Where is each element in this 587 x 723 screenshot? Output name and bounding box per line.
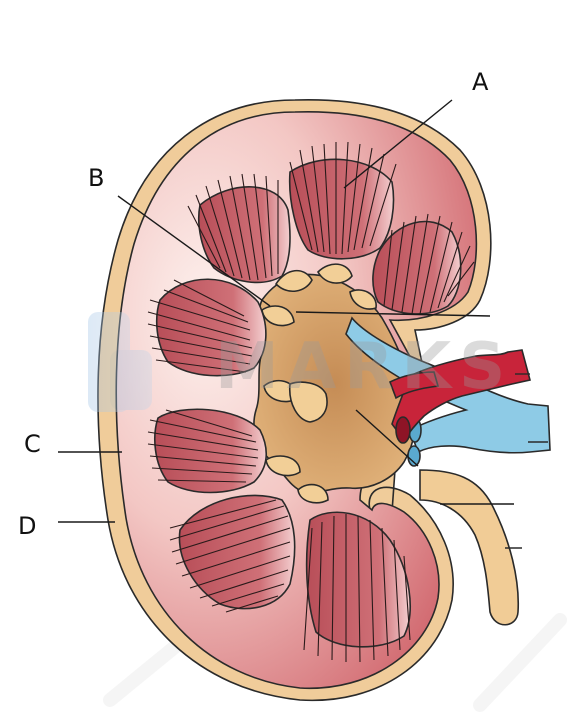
- pointer-renal-pelvis: [295, 311, 491, 317]
- renal-pyramids: [154, 158, 462, 648]
- label-b: B: [88, 164, 104, 192]
- vein-opening-lower: [407, 445, 421, 467]
- minor-calyces: [261, 263, 377, 504]
- label-c: C: [24, 430, 41, 458]
- artery-opening: [395, 416, 411, 444]
- label-d: D: [18, 512, 36, 540]
- pyramid-lower-left: [154, 408, 267, 494]
- watermark-text: MARKS: [215, 330, 513, 404]
- pointer-lines: [58, 99, 514, 523]
- watermark: MARKS: [88, 312, 513, 412]
- pyramid-top-center: [288, 158, 395, 260]
- ureter: [419, 469, 520, 626]
- pyramid-top-left: [197, 186, 291, 284]
- label-a: A: [472, 68, 489, 96]
- pointer-pelvis-center: [355, 409, 419, 467]
- renal-artery-branch: [388, 371, 440, 400]
- labels: A B C D: [18, 68, 489, 540]
- pointer-b: [117, 195, 271, 307]
- pointer-a: [343, 99, 453, 189]
- pyramid-striations: [147, 141, 475, 663]
- pyramid-bottom-left: [178, 494, 296, 610]
